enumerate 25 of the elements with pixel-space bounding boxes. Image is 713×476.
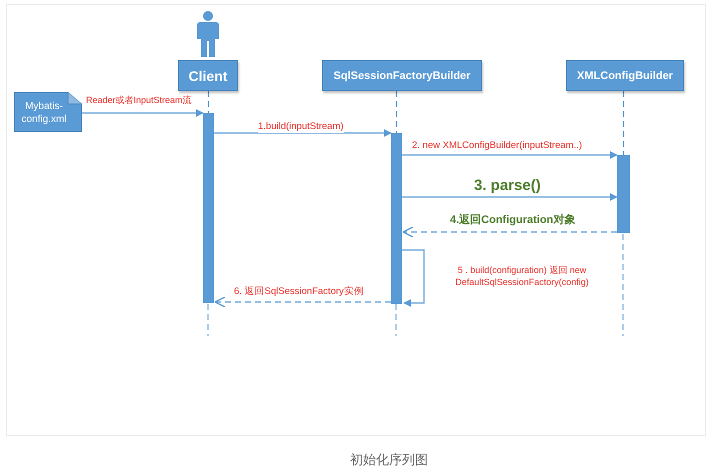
- edge-label: Reader或者InputStream流: [86, 95, 192, 107]
- message-arrow: [402, 193, 618, 201]
- edge-label: 2. new XMLConfigBuilder(inputStream..): [412, 140, 582, 152]
- message-arrow: [402, 249, 425, 307]
- lifeline-header: XMLConfigBuilder: [566, 60, 684, 91]
- lifeline-header: Client: [178, 60, 238, 91]
- edge-label: 6. 返回SqlSessionFactory实例: [234, 286, 364, 298]
- edge-label: 4.返回Configuration对象: [450, 213, 576, 228]
- return-arrow: [214, 296, 391, 308]
- lifeline: [396, 91, 398, 133]
- activation-bar: [391, 133, 402, 304]
- return-arrow: [402, 226, 617, 238]
- file-name: Mybatis-config.xml: [20, 100, 68, 126]
- activation-bar: [617, 155, 630, 233]
- message-arrow: [82, 109, 204, 117]
- activation-bar: [203, 113, 214, 303]
- message-arrow: [214, 129, 392, 137]
- lifeline: [622, 91, 624, 155]
- message-arrow: [402, 151, 618, 159]
- edge-label: 1.build(inputStream): [258, 121, 344, 134]
- lifeline: [208, 91, 210, 113]
- lifeline-header: SqlSessionFactoryBuilder: [322, 60, 482, 91]
- actor-icon: [195, 11, 221, 57]
- edge-label: 3. parse(): [474, 176, 541, 196]
- caption: 初始化序列图: [350, 451, 428, 469]
